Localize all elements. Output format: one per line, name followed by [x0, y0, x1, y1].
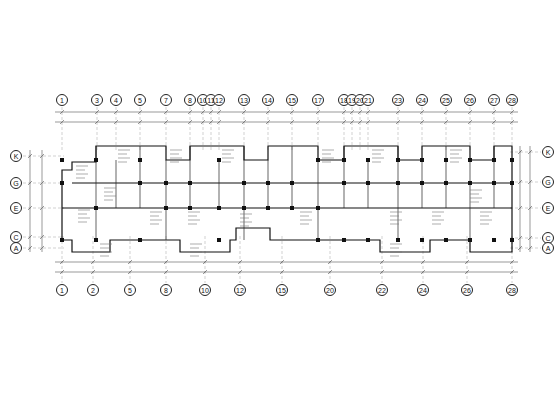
axis-label: 2 — [91, 287, 95, 294]
axis-label: 27 — [490, 97, 498, 104]
axis-bubble: 4 — [110, 94, 122, 106]
columns — [60, 158, 514, 242]
axis-bubble: K — [10, 150, 22, 162]
axis-label: A — [546, 245, 551, 252]
axis-label: C — [13, 234, 18, 241]
axis-bubble: 23 — [392, 94, 404, 106]
axis-lines — [23, 107, 541, 283]
interior-walls — [96, 146, 494, 240]
axis-label: C — [545, 235, 550, 242]
axis-label: G — [13, 180, 18, 187]
axis-bubble: 24 — [416, 94, 428, 106]
axis-label: 7 — [164, 97, 168, 104]
axis-label: 8 — [188, 97, 192, 104]
axis-bubble: 28 — [506, 94, 518, 106]
axis-bubble: E — [10, 202, 22, 214]
axis-label: 22 — [378, 287, 386, 294]
axis-label: 14 — [264, 97, 272, 104]
axis-label: K — [546, 149, 551, 156]
axis-label: 12 — [236, 287, 244, 294]
axis-bubble: 5 — [124, 284, 136, 296]
axis-bubble: 22 — [376, 284, 388, 296]
axis-bubble: 1 — [56, 284, 68, 296]
axis-bubble: 7 — [160, 94, 172, 106]
axis-bubble: 14 — [262, 94, 274, 106]
axis-bubble: 21 — [362, 94, 374, 106]
axis-label: 4 — [114, 97, 118, 104]
wall-outline — [62, 146, 512, 252]
axis-label: 24 — [418, 97, 426, 104]
axis-bubble: 28 — [506, 284, 518, 296]
axis-label: 15 — [288, 97, 296, 104]
axis-label: 3 — [95, 97, 99, 104]
axis-bubble: 12 — [213, 94, 225, 106]
axis-label: A — [14, 245, 19, 252]
axis-label: 15 — [278, 287, 286, 294]
axis-label: E — [14, 205, 19, 212]
axis-bubble: 5 — [134, 94, 146, 106]
axis-label: 26 — [466, 97, 474, 104]
axis-label: 26 — [463, 287, 471, 294]
axis-bubble: A — [10, 242, 22, 254]
axis-label: E — [546, 205, 551, 212]
axis-bubble: 3 — [91, 94, 103, 106]
axis-label: 25 — [442, 97, 450, 104]
axis-bubble: 8 — [160, 284, 172, 296]
axis-label: 20 — [326, 287, 334, 294]
axis-bubble: E — [542, 202, 554, 214]
axis-bubble: G — [10, 177, 22, 189]
axis-bubble: 17 — [312, 94, 324, 106]
axis-label: 1 — [60, 287, 64, 294]
axis-label: 13 — [240, 97, 248, 104]
axis-bubble: 27 — [488, 94, 500, 106]
axis-label: 21 — [364, 97, 372, 104]
axis-bubble: 2 — [87, 284, 99, 296]
axis-bubble: 12 — [234, 284, 246, 296]
axis-label: 5 — [138, 97, 142, 104]
axis-label: 17 — [314, 97, 322, 104]
axis-bubble: 15 — [286, 94, 298, 106]
axis-label: 5 — [128, 287, 132, 294]
axis-bubble: A — [542, 242, 554, 254]
axis-label: 28 — [508, 97, 516, 104]
axis-bubble: 1 — [56, 94, 68, 106]
axis-label: 23 — [394, 97, 402, 104]
note-marks — [76, 150, 492, 256]
axis-bubble: 25 — [440, 94, 452, 106]
axis-label: G — [545, 179, 550, 186]
axis-bubble: K — [542, 146, 554, 158]
axis-label: 28 — [508, 287, 516, 294]
axis-bubble: G — [542, 176, 554, 188]
axis-bubble: 24 — [417, 284, 429, 296]
axis-label: 8 — [164, 287, 168, 294]
axis-bubble: 8 — [184, 94, 196, 106]
axis-label: 12 — [215, 97, 223, 104]
axis-label: K — [14, 153, 19, 160]
axis-bubble: 26 — [461, 284, 473, 296]
axis-label: 10 — [201, 287, 209, 294]
dimension-lines — [28, 110, 532, 274]
axis-bubble: 10 — [199, 284, 211, 296]
axis-bubble: 26 — [464, 94, 476, 106]
axis-label: 24 — [419, 287, 427, 294]
axis-bubble: 15 — [276, 284, 288, 296]
axis-label: 1 — [60, 97, 64, 104]
axis-bubble: 20 — [324, 284, 336, 296]
axis-bubble: 13 — [238, 94, 250, 106]
